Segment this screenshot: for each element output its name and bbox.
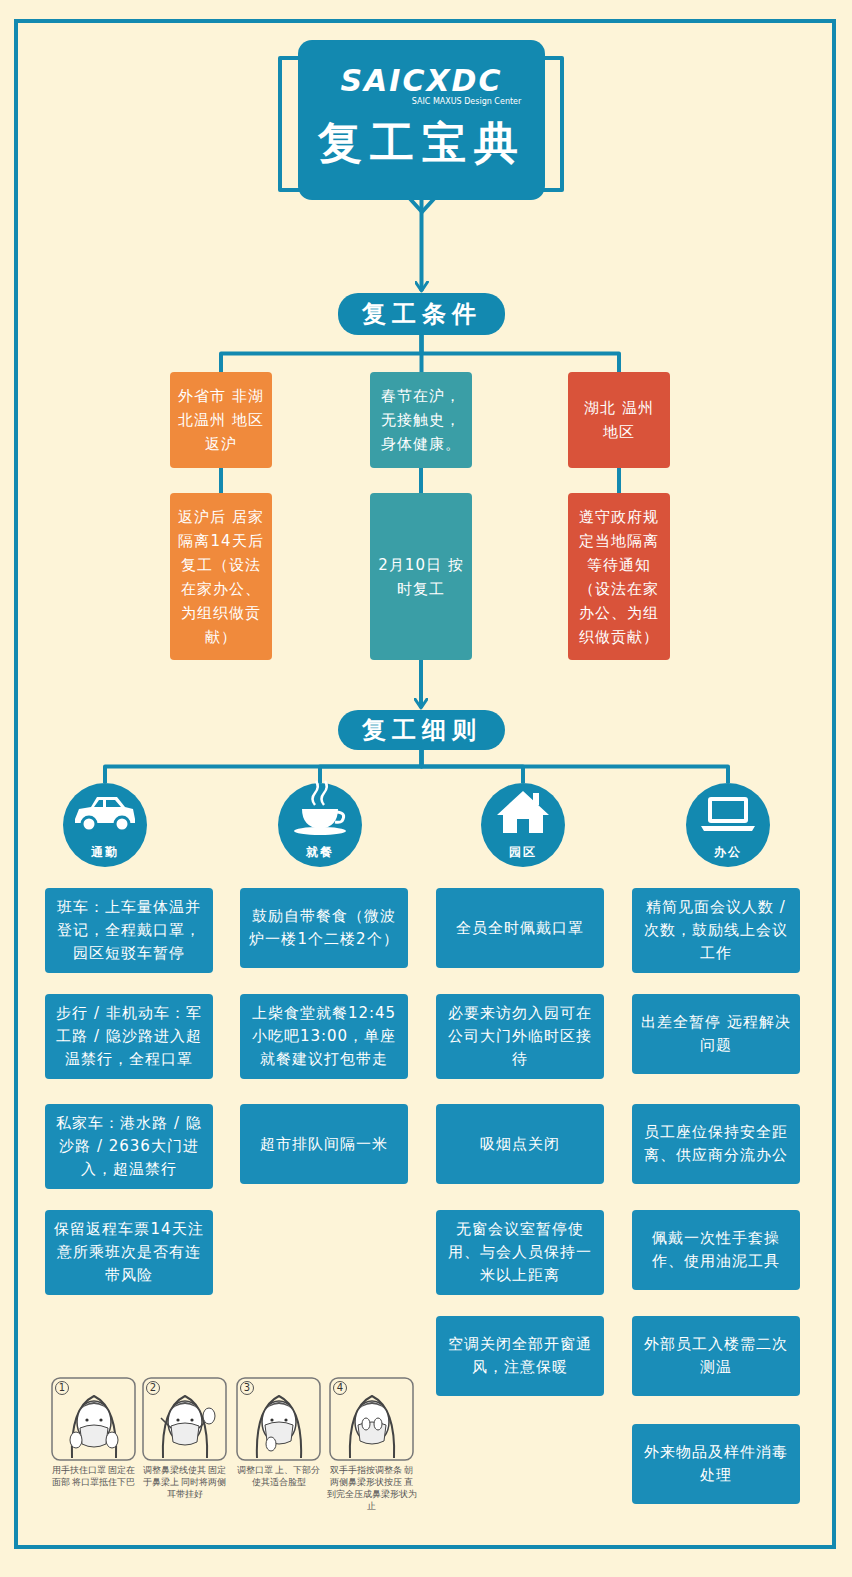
rule-box: 私家车：港水路 / 隐沙路 / 2636大门进入，超温禁行: [45, 1104, 213, 1189]
category-circle: 园区: [481, 783, 565, 867]
step-caption: 用手扶住口罩 固定在面部 将口罩抵住下巴: [48, 1464, 140, 1488]
title-text: SAIC MAXUS Design Center: [412, 97, 522, 107]
cup-icon: [294, 781, 346, 835]
title-book: SAICXDCSAIC MAXUS Design Center 复工宝典: [298, 40, 545, 200]
rule-box: 吸烟点关闭: [436, 1104, 604, 1184]
node-text: 外来物品及样件消毒处理: [640, 1441, 792, 1487]
node-text: 超市排队间隔一米: [260, 1133, 388, 1156]
node-text: 上柴食堂就餐12:45小吃吧13:00，单座就餐建议打包带走: [248, 1002, 400, 1071]
node-text: 佩戴一次性手套操作、使用油泥工具: [640, 1227, 792, 1273]
callout-number: 2: [146, 1381, 160, 1395]
car-icon: [75, 797, 135, 831]
condition-box: 返沪后 居家隔离14天后复工（设法在家办公、为组织做贡献）: [170, 493, 272, 660]
rule-box: 员工座位保持安全距离、供应商分流办公: [632, 1104, 800, 1184]
connector: [420, 200, 424, 291]
node-text: 员工座位保持安全距离、供应商分流办公: [640, 1121, 792, 1167]
rule-box: 出差全暂停 远程解决问题: [632, 994, 800, 1074]
condition-box: 春节在沪， 无接触史， 身体健康。: [370, 372, 472, 468]
category-circle: 办公: [686, 783, 770, 867]
rule-box: 班车：上车量体温并登记，全程戴口罩，园区短驳车暂停: [45, 888, 213, 973]
page-frame: [16, 21, 834, 1547]
node-text: 班车：上车量体温并登记，全程戴口罩，园区短驳车暂停: [53, 896, 205, 965]
node-text: 吸烟点关闭: [480, 1133, 560, 1156]
connector: [320, 750, 422, 783]
node-text: 保留返程车票14天注意所乘班次是否有连带风险: [53, 1218, 205, 1287]
rule-box: 外部员工入楼需二次测温: [632, 1316, 800, 1396]
condition-box: 2月10日 按时复工: [370, 493, 472, 660]
connector: [221, 335, 422, 372]
node-text: 返沪后 居家隔离14天后复工（设法在家办公、为组织做贡献）: [176, 505, 266, 649]
node-text: 全员全时佩戴口罩: [456, 917, 584, 940]
connector: [422, 335, 620, 372]
rule-box: 步行 / 非机动车：军工路 / 隐沙路进入超温禁行，全程口罩: [45, 994, 213, 1079]
node-text: 就餐: [306, 845, 334, 859]
node-text: 复工条件: [362, 299, 482, 329]
rule-box: 精简见面会议人数 / 次数，鼓励线上会议工作: [632, 888, 800, 973]
connector: [105, 750, 422, 783]
condition-box: 遵守政府规定当地隔离等待通知（设法在家办公、为组织做贡献）: [568, 493, 670, 660]
node-text: 必要来访勿入园可在公司大门外临时区接待: [444, 1002, 596, 1071]
mask-step-illustrations: [52, 1378, 413, 1460]
connector: [422, 750, 729, 783]
node-text: 2月10日 按时复工: [376, 553, 466, 601]
node-text: 外省市 非湖北温州 地区返沪: [176, 384, 266, 456]
callout-number: 4: [333, 1381, 347, 1395]
node-text: 遵守政府规定当地隔离等待通知（设法在家办公、为组织做贡献）: [574, 505, 664, 649]
section-pill: 复工细则: [338, 710, 505, 750]
rule-box: 鼓励自带餐食（微波炉一楼1个二楼2个）: [240, 888, 408, 968]
node-text: 空调关闭全部开窗通风，注意保暖: [444, 1333, 596, 1379]
callout-number: 3: [240, 1381, 254, 1395]
rule-box: 超市排队间隔一米: [240, 1104, 408, 1184]
node-text: 步行 / 非机动车：军工路 / 隐沙路进入超温禁行，全程口罩: [53, 1002, 205, 1071]
rule-box: 保留返程车票14天注意所乘班次是否有连带风险: [45, 1210, 213, 1295]
node-text: 通勤: [91, 845, 119, 859]
node-text: 精简见面会议人数 / 次数，鼓励线上会议工作: [640, 896, 792, 965]
node-text: 出差全暂停 远程解决问题: [640, 1011, 792, 1057]
connector: [219, 468, 223, 493]
node-text: 无窗会议室暂停使用、与会人员保持一米以上距离: [444, 1218, 596, 1287]
title-text: SAICXDC: [340, 65, 502, 97]
rule-box: 空调关闭全部开窗通风，注意保暖: [436, 1316, 604, 1396]
section-pill: 复工条件: [338, 293, 505, 335]
connector: [617, 468, 621, 493]
rule-box: 上柴食堂就餐12:45小吃吧13:00，单座就餐建议打包带走: [240, 994, 408, 1079]
category-circle: 就餐: [278, 783, 362, 867]
condition-box: 外省市 非湖北温州 地区返沪: [170, 372, 272, 468]
node-text: 春节在沪， 无接触史， 身体健康。: [376, 384, 466, 456]
node-text: 园区: [509, 845, 537, 859]
house-icon: [497, 791, 549, 833]
node-text: 复工细则: [362, 715, 482, 745]
node-text: 鼓励自带餐食（微波炉一楼1个二楼2个）: [248, 905, 400, 951]
category-circle: 通勤: [63, 783, 147, 867]
callout-number: 1: [55, 1381, 69, 1395]
rule-box: 必要来访勿入园可在公司大门外临时区接待: [436, 994, 604, 1079]
node-text: 湖北 温州 地区: [574, 396, 664, 444]
step-caption: 双手手指按调整条 朝两侧鼻梁形状按压 直到完全压成鼻梁形状为止: [326, 1464, 418, 1512]
rule-box: 全员全时佩戴口罩: [436, 888, 604, 968]
rule-box: 佩戴一次性手套操作、使用油泥工具: [632, 1210, 800, 1290]
step-caption: 调整鼻梁线使其 固定于鼻梁上 同时将两侧耳带挂好: [139, 1464, 231, 1500]
step-caption: 调整口罩 上、下部分 使其适合脸型: [233, 1464, 325, 1488]
node-text: 外部员工入楼需二次测温: [640, 1333, 792, 1379]
connector: [419, 660, 423, 708]
connector: [419, 468, 423, 493]
rule-box: 无窗会议室暂停使用、与会人员保持一米以上距离: [436, 1210, 604, 1295]
condition-box: 湖北 温州 地区: [568, 372, 670, 468]
node-text: 私家车：港水路 / 隐沙路 / 2636大门进入，超温禁行: [53, 1112, 205, 1181]
node-text: 办公: [714, 845, 742, 859]
laptop-icon: [701, 797, 755, 831]
rule-box: 外来物品及样件消毒处理: [632, 1424, 800, 1504]
title-text: 复工宝典: [318, 115, 526, 171]
